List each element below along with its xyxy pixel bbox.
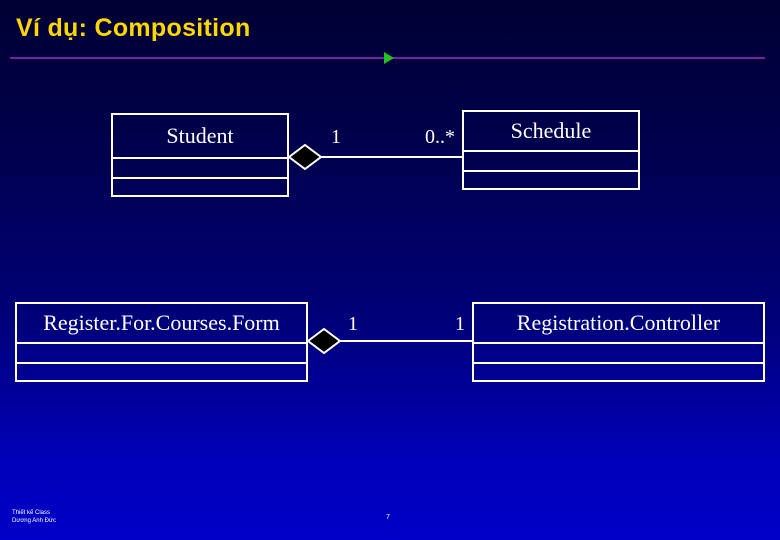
footer-course-title: Thiết kế Class: [12, 510, 51, 516]
multiplicity-controller-end: 1: [455, 313, 465, 335]
multiplicity-schedule-end: 0..*: [425, 126, 455, 148]
class-operations-register-for-courses-form: [17, 364, 306, 380]
slide-title: Ví dụ: Composition: [16, 14, 251, 42]
class-name-registration-controller: Registration.Controller: [474, 304, 763, 344]
class-box-registration-controller[interactable]: Registration.Controller: [472, 302, 765, 382]
class-box-register-for-courses-form[interactable]: Register.For.Courses.Form: [15, 302, 308, 382]
class-attributes-register-for-courses-form: [17, 344, 306, 364]
class-attributes-registration-controller: [474, 344, 763, 364]
student-composition-diamond-icon: [287, 143, 323, 171]
footer-author: Dương Anh Đức: [12, 518, 56, 524]
class-operations-registration-controller: [474, 364, 763, 380]
class-name-register-for-courses-form: Register.For.Courses.Form: [17, 304, 306, 344]
page-number: 7: [386, 514, 390, 521]
footer-credits: Thiết kế Class Dương Anh Đức: [12, 509, 56, 525]
class-name-student: Student: [113, 115, 287, 159]
class-box-schedule[interactable]: Schedule: [462, 110, 640, 190]
class-box-student[interactable]: Student: [111, 113, 289, 197]
multiplicity-form-end: 1: [348, 313, 358, 335]
class-operations-student: [113, 179, 287, 195]
form-composition-diamond-icon: [306, 327, 342, 355]
class-attributes-schedule: [464, 152, 638, 172]
class-name-schedule: Schedule: [464, 112, 638, 152]
class-operations-schedule: [464, 172, 638, 188]
divider-arrow-icon: [384, 52, 394, 64]
multiplicity-student-end: 1: [331, 126, 341, 148]
class-attributes-student: [113, 159, 287, 179]
